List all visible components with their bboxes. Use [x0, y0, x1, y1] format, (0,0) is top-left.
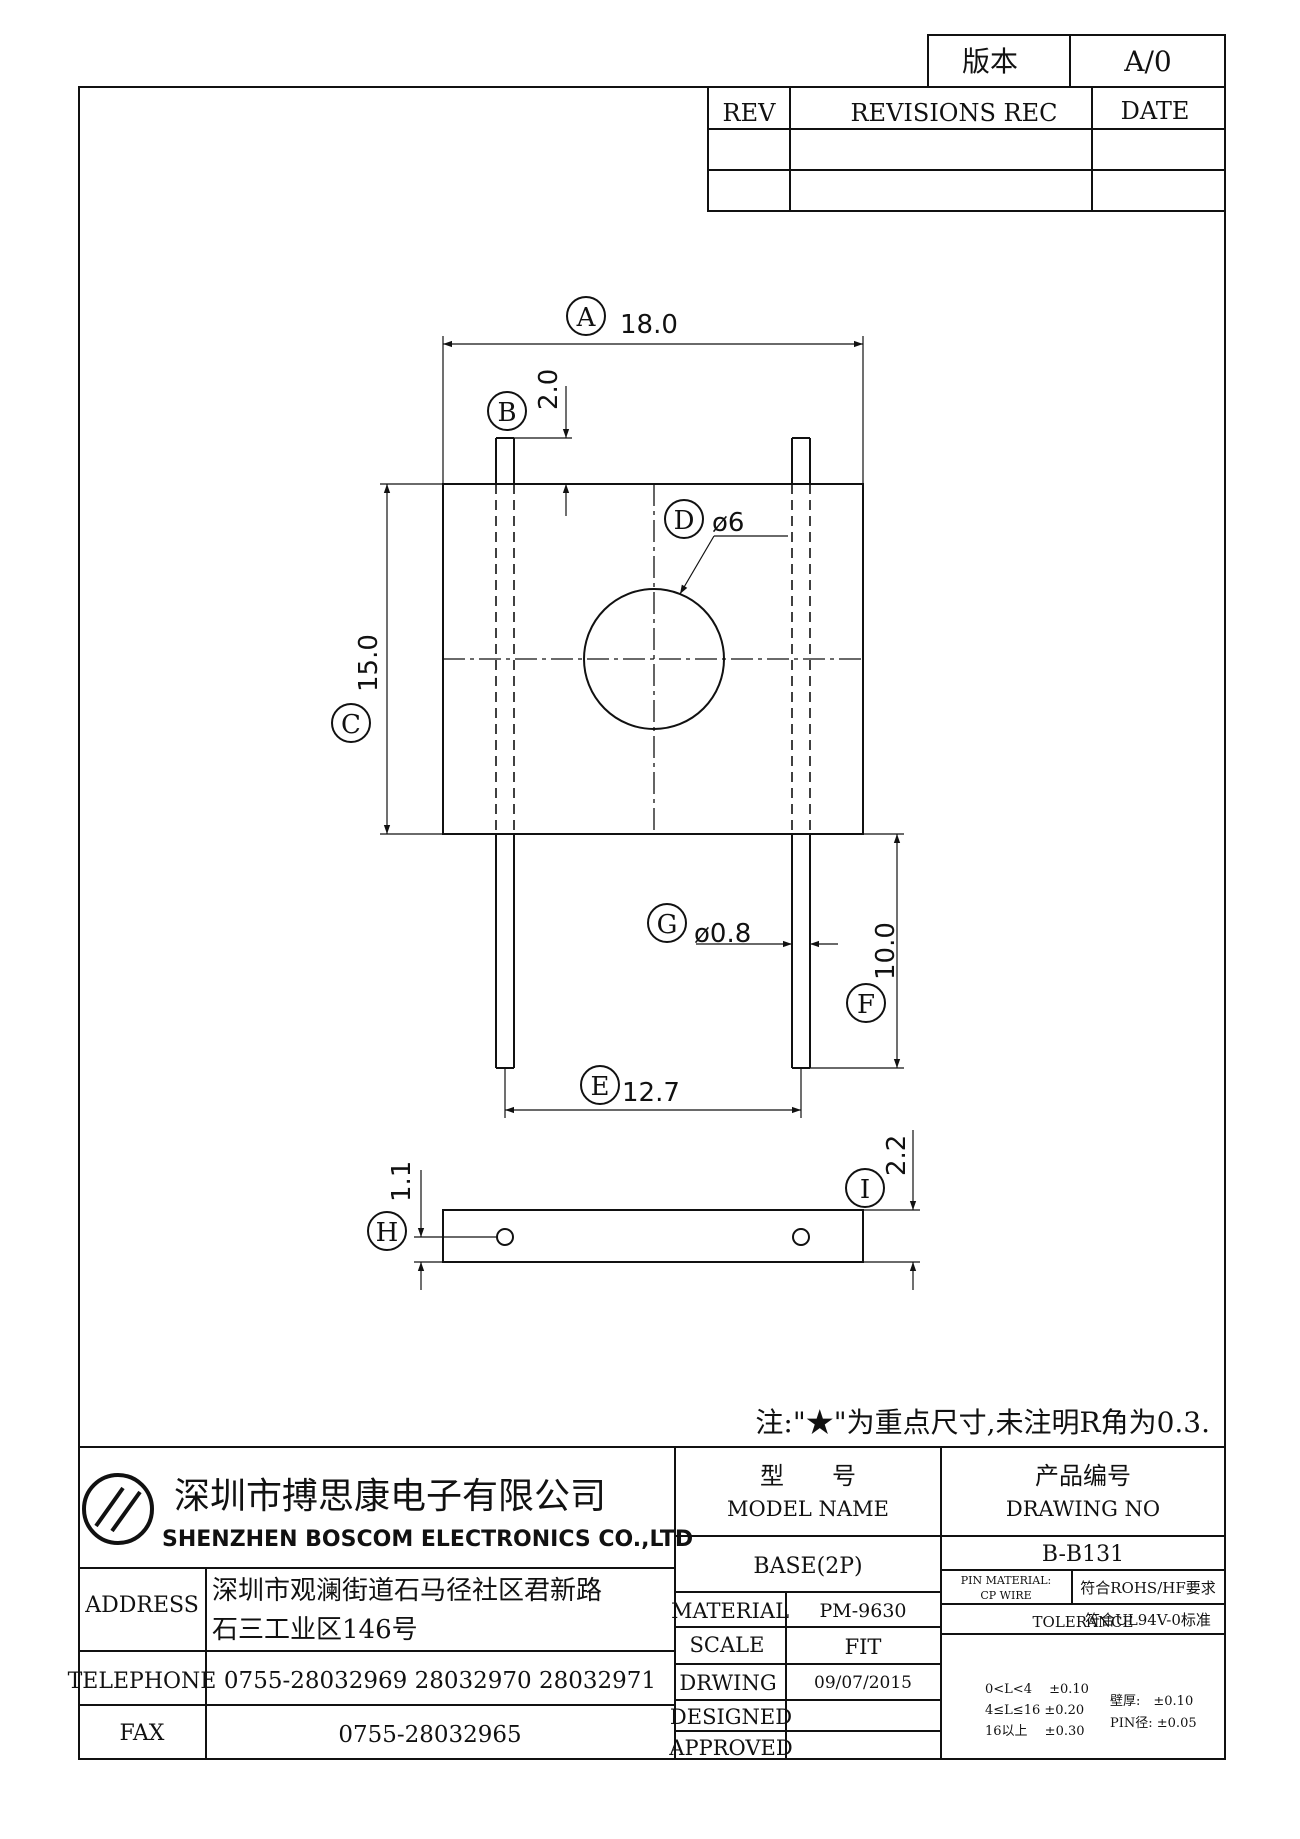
balloon-d-label: D	[674, 506, 695, 536]
tolerance-label: TOLERANCE	[1033, 1613, 1134, 1631]
side-view	[414, 1209, 864, 1263]
dimension-g: G ø0.8	[647, 903, 838, 949]
designed-label: DESIGNED	[670, 1705, 792, 1729]
dimension-f-value: 10.0	[871, 922, 901, 980]
balloon-g-label: G	[657, 910, 678, 940]
sheet-border	[78, 86, 1226, 1760]
version-label: 版本	[962, 45, 1018, 78]
balloon-a	[566, 296, 606, 336]
dimension-i-value: 2.2	[882, 1135, 912, 1176]
company-name-en: SHENZHEN BOSCOM ELECTRONICS CO.,LTD	[162, 1527, 693, 1552]
dimension-i: I 2.2	[845, 1130, 920, 1290]
drawing-no-cn: 产品编号	[1035, 1462, 1131, 1490]
dimension-c-value: 15.0	[354, 634, 384, 692]
dimension-g-value: ø0.8	[694, 919, 751, 949]
side-pin-right	[792, 1228, 810, 1246]
dimension-b-value: 2.0	[534, 369, 564, 410]
scale-value: FIT	[845, 1635, 882, 1659]
balloon-i-label: I	[860, 1175, 870, 1205]
company-name-cn: 深圳市搏思康电子有限公司	[174, 1476, 606, 1517]
right-pin	[791, 437, 811, 1069]
version-value: A/0	[1123, 45, 1171, 78]
balloon-h-label: H	[376, 1218, 399, 1248]
balloon-b-label: B	[497, 398, 516, 428]
dimension-a-value: 18.0	[620, 310, 678, 340]
drawing-label: DRWING	[679, 1671, 776, 1695]
tolerance-row-2: 4≤L≤16 ±0.20	[985, 1703, 1084, 1718]
ul-text: 符合UL94V-0标准	[1085, 1611, 1211, 1629]
balloon-d	[664, 499, 704, 539]
dimension-a: A 18.0	[442, 296, 864, 484]
dimension-d-value: ø6	[712, 508, 744, 538]
dimension-e: E 12.7	[504, 1065, 802, 1118]
rev-header: REV	[723, 99, 777, 127]
model-name-en: MODEL NAME	[727, 1497, 889, 1521]
telephone-value: 0755-28032969 28032970 28032971	[224, 1668, 656, 1694]
side-body	[442, 1209, 864, 1263]
title-block	[79, 1446, 1225, 1759]
tolerance-row-3: 16以上 ±0.30	[985, 1724, 1085, 1739]
model-value: BASE(2P)	[753, 1554, 862, 1579]
balloon-f-label: F	[857, 990, 875, 1020]
company-logo	[82, 1473, 154, 1545]
fax-label: FAX	[120, 1721, 165, 1746]
drawing-no-en: DRAWING NO	[1006, 1497, 1160, 1521]
pin-diameter-tolerance: PIN径: ±0.05	[1110, 1716, 1197, 1731]
address-line-1: 深圳市观澜街道石马径社区君新路	[212, 1576, 602, 1606]
dimension-f: F 10.0	[810, 833, 904, 1069]
dimension-b: B 2.0	[487, 369, 572, 516]
address-line-2: 石三工业区146号	[212, 1615, 418, 1645]
side-pin-left	[496, 1228, 514, 1246]
pin-material-label: PIN MATERIAL:	[961, 1574, 1051, 1587]
dimension-h: H 1.1	[367, 1161, 443, 1290]
balloon-f	[846, 983, 886, 1023]
balloon-i	[845, 1168, 885, 1208]
model-name-cn: 型 号	[760, 1462, 856, 1490]
scale-label: SCALE	[690, 1633, 765, 1657]
date-header: DATE	[1121, 97, 1190, 125]
rohs-text: 符合ROHS/HF要求	[1080, 1579, 1216, 1597]
drawing-note: 注:"★"为重点尺寸,未注明R角为0.3.	[755, 1406, 1210, 1439]
version-box: 版本 A/0	[927, 34, 1226, 88]
tolerance-row-1: 0<L<4 ±0.10	[985, 1682, 1089, 1697]
drawing-date: 09/07/2015	[814, 1673, 912, 1693]
center-hole	[583, 588, 725, 730]
balloon-c	[331, 703, 371, 743]
balloon-a-label: A	[576, 303, 597, 333]
revision-table: REV REVISIONS REC DATE	[707, 86, 1226, 212]
wall-thickness: 壁厚: ±0.10	[1110, 1694, 1193, 1709]
pin-material-value: CP WIRE	[980, 1589, 1031, 1602]
balloon-c-label: C	[341, 710, 361, 740]
address-label: ADDRESS	[84, 1593, 199, 1618]
dimension-h-value: 1.1	[387, 1161, 417, 1202]
revisions-header: REVISIONS REC	[850, 99, 1057, 127]
dimension-e-value: 12.7	[622, 1078, 680, 1108]
approved-label: APPROVED	[668, 1736, 792, 1760]
dimension-d: D ø6	[664, 499, 788, 595]
dimension-c: C 15.0	[331, 483, 443, 835]
left-pin	[495, 437, 515, 1069]
balloon-e	[580, 1065, 620, 1105]
material-label: MATERIAL	[671, 1599, 789, 1623]
drawing-no-value: B-B131	[1042, 1542, 1124, 1567]
balloon-b	[487, 391, 527, 431]
material-value: PM-9630	[819, 1600, 906, 1622]
balloon-e-label: E	[591, 1072, 610, 1102]
telephone-label: TELEPHONE	[68, 1669, 217, 1694]
fax-value: 0755-28032965	[338, 1722, 521, 1748]
front-view	[442, 437, 864, 1069]
balloon-g	[647, 903, 687, 943]
balloon-h	[367, 1211, 407, 1251]
